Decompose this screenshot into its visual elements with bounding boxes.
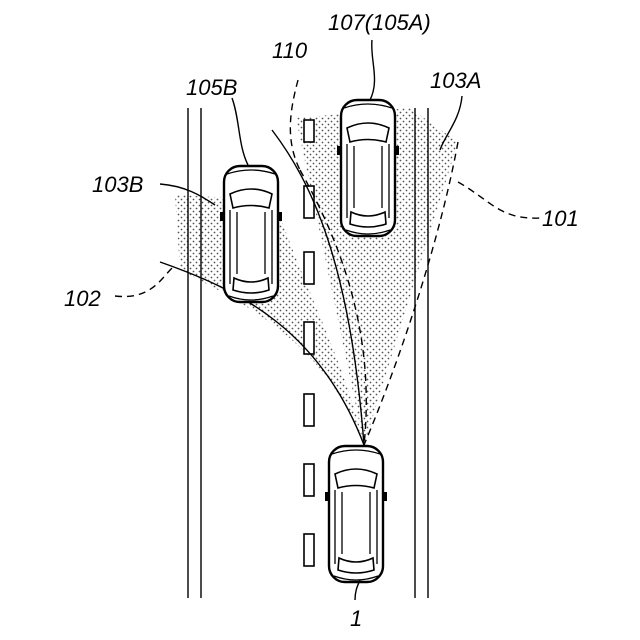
label-103a: 103A [430, 68, 481, 93]
label-1: 1 [350, 606, 362, 631]
label-105b: 105B [186, 75, 237, 100]
label-101: 101 [542, 206, 579, 231]
leader-105b [232, 98, 248, 165]
leader-102 [115, 268, 172, 297]
label-107: 107(105A) [328, 10, 431, 35]
leader-107 [370, 40, 375, 100]
label-103b: 103B [92, 172, 143, 197]
label-110: 110 [272, 38, 308, 63]
label-102: 102 [64, 286, 101, 311]
vehicle-105b [220, 166, 282, 302]
vehicle-1 [325, 446, 387, 582]
road-left-edge [188, 108, 201, 598]
vehicle-107 [337, 100, 399, 236]
leader-101 [458, 182, 540, 218]
lane-center-marking [304, 120, 314, 566]
